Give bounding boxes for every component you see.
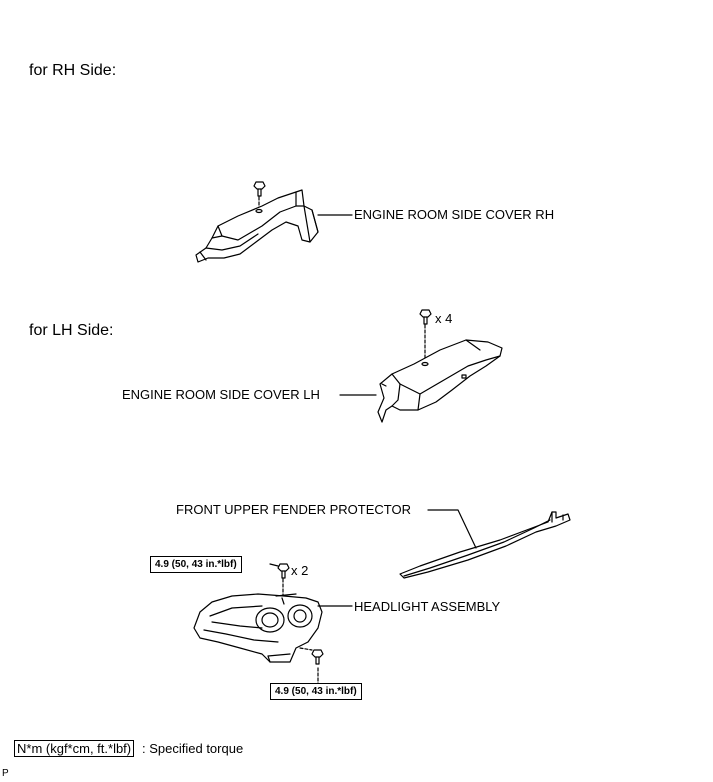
lh-section-heading: for LH Side: (29, 322, 114, 339)
engine-room-side-cover-lh-drawing (339, 309, 503, 423)
headlight-assembly-drawing (193, 563, 353, 685)
rh-section-heading: for RH Side: (29, 62, 117, 79)
torque-legend-unit: N*m (kgf*cm, ft.*lbf) (14, 740, 135, 757)
corner-mark: P (2, 768, 9, 779)
engine-room-side-cover-rh-label: ENGINE ROOM SIDE COVER RH (354, 207, 555, 222)
clip-icon (253, 181, 266, 197)
bolt-icon (277, 563, 290, 579)
front-upper-fender-protector-label: FRONT UPPER FENDER PROTECTOR (176, 502, 411, 517)
lower-torque-spec: 4.9 (50, 43 in.*lbf) (270, 683, 362, 700)
engine-room-side-cover-rh-drawing (195, 181, 353, 263)
clip-icon (419, 309, 432, 325)
bolt-icon (311, 649, 324, 665)
front-upper-fender-protector-drawing (399, 509, 571, 579)
headlight-assembly-label: HEADLIGHT ASSEMBLY (354, 599, 501, 614)
lh-clip-quantity: x 4 (435, 311, 453, 326)
torque-legend-description: : Specified torque (142, 741, 244, 756)
upper-torque-spec: 4.9 (50, 43 in.*lbf) (150, 556, 242, 573)
engine-room-side-cover-lh-label: ENGINE ROOM SIDE COVER LH (122, 387, 320, 402)
headlight-bolt-quantity: x 2 (291, 563, 309, 578)
